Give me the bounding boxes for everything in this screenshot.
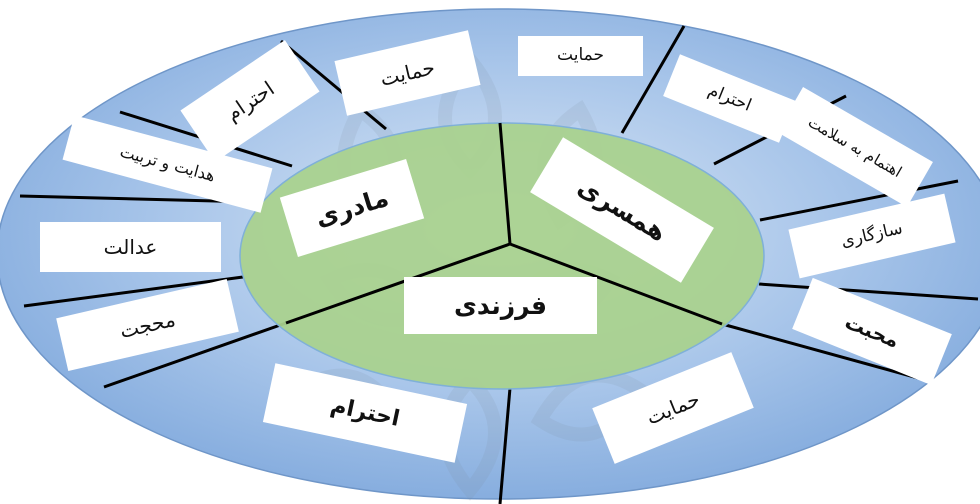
role-filial-label: فرزندی [453, 290, 548, 320]
spousal-compatibility-label: سازگاری [839, 218, 905, 253]
role-motherhood-label: مادری [311, 183, 393, 233]
inner-dividers [285, 122, 723, 326]
spousal-support-label: حمایت [557, 45, 604, 66]
role-filial-card: فرزندی [404, 277, 597, 334]
filial-support-label: حمایت [642, 386, 703, 430]
motherhood-justice-label: عدالت [103, 234, 158, 259]
motherhood-justice-card: عدالت [40, 222, 221, 272]
filial-respect-label: احترام [328, 393, 402, 433]
spousal-support-card: حمایت [518, 36, 643, 76]
motherhood-respect-label: احترام [221, 75, 279, 126]
spousal-respect-label: احترام [705, 80, 755, 116]
spousal-love-label: محبت [841, 309, 903, 353]
motherhood-support-label: حمایت [377, 54, 438, 91]
motherhood-love-label: محجت [117, 306, 178, 343]
